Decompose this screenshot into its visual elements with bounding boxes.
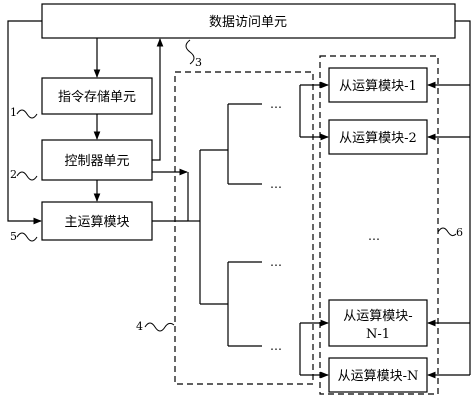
tree-ellipsis-3: … bbox=[270, 255, 283, 269]
interconnect-dashed-region bbox=[174, 71, 314, 385]
slave-module-n-label: 从运算模块-N bbox=[338, 369, 419, 384]
ref-4-numeral: 4 bbox=[136, 320, 143, 333]
data-access-to-slaves-bus bbox=[427, 20, 471, 379]
slave-module-1-label: 从运算模块-1 bbox=[339, 79, 417, 94]
slave-module-n-minus-1: 从运算模块- N-1 bbox=[328, 299, 428, 347]
slave-module-n-minus-1-label-line2: N-1 bbox=[366, 327, 390, 342]
slave-module-2-label: 从运算模块-2 bbox=[339, 131, 417, 146]
ref-3: 3 bbox=[185, 39, 202, 69]
slave-module-n-minus-1-label-line1: 从运算模块- bbox=[343, 309, 412, 324]
data-access-unit: 数据访问单元 bbox=[41, 3, 456, 39]
ref-2-numeral: 2 bbox=[10, 168, 17, 181]
slave-module-n: 从运算模块-N bbox=[328, 357, 428, 393]
slave-links bbox=[299, 81, 329, 379]
ref-1-numeral: 1 bbox=[10, 106, 17, 119]
interconnect-tree bbox=[187, 103, 262, 347]
ref-6: 6 bbox=[437, 226, 463, 239]
ref-5: 5 bbox=[10, 230, 38, 243]
ref-3-numeral: 3 bbox=[195, 56, 202, 69]
controller-unit-label: 控制器单元 bbox=[64, 154, 129, 169]
data-access-unit-label: 数据访问单元 bbox=[209, 15, 287, 30]
master-compute-module: 主运算模块 bbox=[41, 201, 153, 241]
slave-module-2: 从运算模块-2 bbox=[328, 119, 428, 155]
ref-6-numeral: 6 bbox=[456, 226, 463, 239]
master-compute-module-label: 主运算模块 bbox=[64, 215, 129, 230]
ref-1: 1 bbox=[10, 106, 38, 119]
tree-ellipsis-4: … bbox=[270, 339, 283, 353]
ref-2: 2 bbox=[10, 168, 38, 181]
instruction-storage-unit: 指令存储单元 bbox=[41, 77, 153, 115]
ref-4: 4 bbox=[136, 320, 175, 333]
arrow-controller-to-data-access bbox=[152, 38, 164, 161]
tree-ellipsis-1: … bbox=[270, 97, 283, 111]
instruction-storage-unit-label: 指令存储单元 bbox=[58, 90, 136, 105]
arrow-data-to-master-left-loop bbox=[7, 20, 42, 225]
tree-ellipsis-2: … bbox=[270, 177, 283, 191]
ref-5-numeral: 5 bbox=[10, 230, 17, 243]
slave-module-1: 从运算模块-1 bbox=[328, 67, 428, 103]
slave-group-dashed-region bbox=[319, 55, 439, 395]
slave-ellipsis: … bbox=[368, 229, 381, 243]
controller-unit: 控制器单元 bbox=[41, 139, 153, 181]
